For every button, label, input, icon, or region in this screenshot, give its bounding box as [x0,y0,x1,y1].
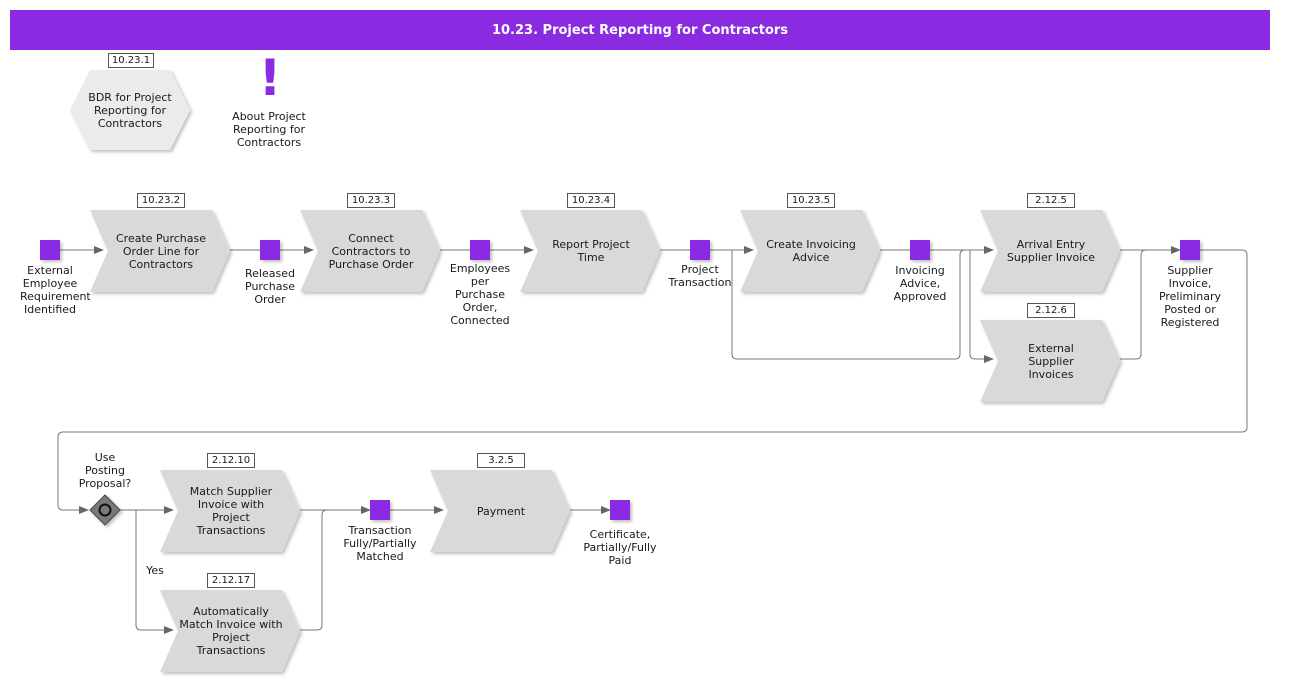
exclamation-icon[interactable]: ! [258,49,282,107]
process-label: Match Supplier Invoice with Project Tran… [189,485,273,537]
event-label: External Employee Requirement Identified [20,264,91,316]
event-label: Transaction Fully/Partially Matched [343,524,417,563]
flow-connector [300,509,328,631]
process-step[interactable] [90,210,230,292]
gateway-diamond[interactable] [89,494,121,526]
process-label: Create Purchase Order Line for Contracto… [116,231,206,271]
event-label: Project Transaction [668,263,732,289]
process-id-badge: 2.12.10 [207,453,255,468]
process-label: Create Invoicing Advice [766,238,856,264]
gateway-or-icon [98,503,112,517]
process-label: Automatically Match Invoice with Project… [179,605,283,657]
process-id-badge: 2.12.5 [1027,193,1075,208]
process-label: Arrival Entry Supplier Invoice [1006,238,1096,264]
process-label: Connect Contractors to Purchase Order [328,231,414,271]
process-label: Payment [476,504,526,518]
process-step[interactable] [160,470,300,552]
process-id-badge: 10.23.5 [787,193,835,208]
process-step[interactable] [160,590,300,672]
event-label: Certificate, Partially/Fully Paid [583,528,657,567]
diagram-title: 10.23. Project Reporting for Contractors [10,10,1270,50]
event-marker[interactable] [370,500,390,520]
process-step[interactable] [980,210,1120,292]
event-marker[interactable] [260,240,280,260]
bdr-label: BDR for Project Reporting for Contractor… [88,90,172,130]
event-marker[interactable] [690,240,710,260]
event-marker[interactable] [1180,240,1200,260]
gateway-yes-label: Yes [146,564,164,577]
process-step[interactable] [430,470,570,552]
process-step[interactable] [520,210,660,292]
process-id-badge: 3.2.5 [477,453,525,468]
process-label: External Supplier Invoices [1028,341,1074,381]
process-step[interactable] [980,320,1120,402]
flow-connector [135,510,174,634]
process-id-badge: 2.12.17 [207,573,255,588]
event-label: Supplier Invoice, Preliminary Posted or … [1158,264,1222,329]
process-id-badge: 10.23.4 [567,193,615,208]
process-id-badge: 10.23.2 [137,193,185,208]
process-id-badge: 2.12.6 [1027,303,1075,318]
gateway-label: Use Posting Proposal? [78,451,132,490]
bdr-hexagon[interactable] [70,70,190,150]
flow-connector [731,249,966,360]
process-label: Report Project Time [552,238,630,264]
event-marker[interactable] [910,240,930,260]
event-label: Invoicing Advice, Approved [893,264,947,303]
event-label: Released Purchase Order [245,267,295,306]
about-label: About Project Reporting for Contractors [232,110,306,149]
flow-connector [969,250,994,363]
flow-connector [57,249,1248,514]
bdr-id-badge: 10.23.1 [108,53,154,68]
process-step[interactable] [300,210,440,292]
event-marker[interactable] [610,500,630,520]
event-marker[interactable] [40,240,60,260]
event-label: Employees per Purchase Order, Connected [449,262,511,327]
process-step[interactable] [740,210,880,292]
event-marker[interactable] [470,240,490,260]
flow-connector [1120,249,1147,360]
process-id-badge: 10.23.3 [347,193,395,208]
